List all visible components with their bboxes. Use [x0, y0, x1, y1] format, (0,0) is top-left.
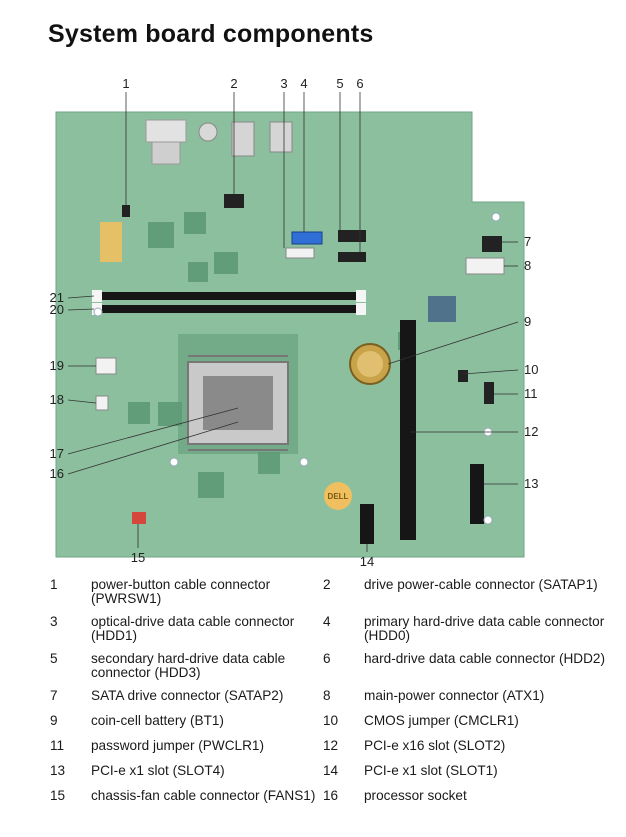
satap2-connector — [482, 236, 502, 252]
callout-7: 7 — [524, 234, 531, 249]
legend-number: 1 — [50, 577, 58, 592]
legend-label: chassis-fan cable connector (FANS1) — [91, 788, 316, 803]
callout-13: 13 — [524, 476, 538, 491]
legend-label: PCI-e x16 slot (SLOT2) — [364, 738, 506, 753]
callout-12: 12 — [524, 424, 538, 439]
legend-label: CMOS jumper (CMCLR1) — [364, 713, 519, 728]
hdd1-connector — [285, 247, 315, 259]
legend-label: optical-drive data cable connector (HDD1… — [91, 614, 295, 643]
dell-logo-text: DELL — [328, 492, 349, 501]
legend-row: 13 PCI-e x1 slot (SLOT4) 14 PCI-e x1 slo… — [50, 764, 610, 789]
callout-5: 5 — [336, 76, 343, 91]
satap1-connector — [224, 194, 244, 208]
legend-label: power-button cable connector (PWRSW1) — [91, 577, 271, 606]
cpu-power-connector — [95, 357, 117, 375]
legend-number: 10 — [323, 713, 339, 728]
callout-15: 15 — [131, 550, 145, 565]
page-title: System board components — [48, 20, 374, 48]
legend-number: 4 — [323, 614, 331, 629]
pwclr1-jumper — [484, 382, 494, 404]
rear-io-ports — [145, 119, 293, 165]
legend-row: 11 password jumper (PWCLR1) 12 PCI-e x16… — [50, 739, 610, 764]
component-legend: 1 power-button cable connector (PWRSW1) … — [50, 578, 610, 803]
legend-label: password jumper (PWCLR1) — [91, 738, 264, 753]
legend-label: SATA drive connector (SATAP2) — [91, 688, 284, 703]
legend-number: 8 — [323, 688, 331, 703]
legend-row: 7 SATA drive connector (SATAP2) 8 main-p… — [50, 689, 610, 714]
callout-20: 20 — [50, 302, 64, 317]
callout-16: 16 — [50, 466, 64, 481]
pcie-x16-slot — [400, 320, 416, 540]
hdd0-connector — [291, 231, 323, 245]
legend-row: 1 power-button cable connector (PWRSW1) … — [50, 578, 610, 615]
callout-14: 14 — [360, 554, 374, 569]
callout-3: 3 — [280, 76, 287, 91]
legend-number: 13 — [50, 763, 66, 778]
callout-2: 2 — [230, 76, 237, 91]
legend-row: 3 optical-drive data cable connector (HD… — [50, 615, 610, 652]
mounting-holes — [93, 212, 501, 525]
legend-row: 9 coin-cell battery (BT1) 10 CMOS jumper… — [50, 714, 610, 739]
callout-10: 10 — [524, 362, 538, 377]
callout-21: 21 — [50, 290, 64, 305]
callout-6: 6 — [356, 76, 363, 91]
dell-logo — [324, 482, 352, 510]
atx1-connector — [465, 257, 505, 275]
hdd3-connector — [338, 230, 366, 242]
legend-label: main-power connector (ATX1) — [364, 688, 545, 703]
legend-label: primary hard-drive data cable connector … — [364, 614, 605, 643]
legend-number: 9 — [50, 713, 58, 728]
callout-18: 18 — [50, 392, 64, 407]
callout-8: 8 — [524, 258, 531, 273]
callout-9: 9 — [524, 314, 531, 329]
hdd2-connector — [338, 252, 366, 262]
dimm-slot-2 — [94, 305, 364, 313]
legend-label: drive power-cable connector (SATAP1) — [364, 577, 598, 592]
legend-number: 2 — [323, 577, 331, 592]
legend-label: coin-cell battery (BT1) — [91, 713, 224, 728]
legend-number: 12 — [323, 738, 339, 753]
legend-row: 15 chassis-fan cable connector (FANS1) 1… — [50, 789, 610, 803]
legend-number: 6 — [323, 651, 331, 666]
legend-number: 7 — [50, 688, 58, 703]
callout-11: 11 — [524, 386, 538, 401]
legend-number: 15 — [50, 788, 66, 803]
callout-19: 19 — [50, 358, 64, 373]
legend-number: 14 — [323, 763, 339, 778]
fans1-connector — [132, 512, 146, 524]
callout-17: 17 — [50, 446, 64, 461]
cmclr1-jumper — [458, 370, 468, 382]
fan-header-18 — [95, 395, 109, 411]
legend-row: 5 secondary hard-drive data cable connec… — [50, 652, 610, 689]
pwrsw1-connector — [122, 205, 130, 217]
legend-number: 5 — [50, 651, 58, 666]
dimm-slot-1 — [94, 292, 364, 300]
legend-label: hard-drive data cable connector (HDD2) — [364, 651, 606, 666]
legend-number: 16 — [323, 788, 339, 803]
callout-leaders — [67, 92, 519, 552]
system-board-figure: DELL 1 2 3 4 5 6 7 — [38, 72, 558, 572]
callout-1: 1 — [122, 76, 129, 91]
pcie-x1-slot4 — [470, 464, 484, 524]
legend-label: processor socket — [364, 788, 467, 803]
pcie-x1-slot1 — [360, 504, 374, 544]
legend-number: 11 — [50, 738, 65, 753]
callout-4: 4 — [300, 76, 307, 91]
legend-label: secondary hard-drive data cable connecto… — [91, 651, 286, 680]
legend-label: PCI-e x1 slot (SLOT4) — [91, 763, 225, 778]
legend-number: 3 — [50, 614, 58, 629]
legend-label: PCI-e x1 slot (SLOT1) — [364, 763, 498, 778]
